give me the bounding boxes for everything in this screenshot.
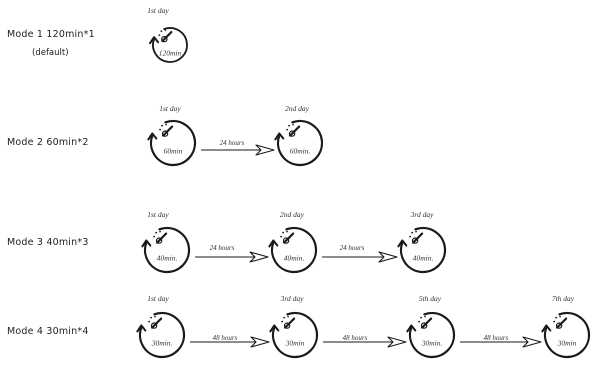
mode-4-day-3-label: 5th day: [418, 294, 442, 303]
mode-3-cycle-1-ring: [143, 226, 191, 274]
mode-1-day-1-duration: 120min: [158, 48, 182, 58]
mode-3-cycle-2-ring: [270, 226, 318, 274]
mode-4-cycle-3-ring: [408, 311, 456, 359]
mode-4-cycle-1-ring: [138, 311, 186, 359]
mode-3-gap-1-arrow-icon: [249, 251, 269, 263]
mode-4-gap-3-arrow-icon: [522, 336, 542, 348]
mode-1-day-1-label: 1st day: [147, 6, 169, 15]
mode-2-gap-1-label: 24 hours: [219, 139, 245, 147]
mode-3-cycle-1-arrowhead: [141, 239, 152, 248]
mode-3-cycle-3-ring: [399, 226, 447, 274]
mode-4-gap-1-label: 48 hours: [212, 334, 238, 342]
cleaning-brush-icon: [153, 230, 168, 244]
mode-2-day-2-label: 2nd day: [285, 104, 309, 113]
mode-2-day-1-label: 1st day: [159, 104, 181, 113]
mode-3-day-2-label: 2nd day: [280, 210, 304, 219]
mode-3-day-1-label: 1st day: [147, 210, 169, 219]
mode-3-day-3-label: 3rd day: [410, 210, 434, 219]
mode-4-gap-2-arrow-icon: [387, 336, 407, 348]
cleaning-brush-icon: [159, 123, 174, 137]
mode-1-cycle-1-arrowhead: [149, 36, 160, 45]
mode-3-gap-2-arrow-icon: [378, 251, 398, 263]
mode-2-cycle-1-arrowhead: [147, 132, 158, 141]
mode-3-gap-2-label: 24 hours: [339, 244, 365, 252]
mode-2-day-1-duration: 60min: [163, 146, 183, 156]
mode-4-cycle-2-ring: [271, 311, 319, 359]
cleaning-brush-icon: [280, 230, 295, 244]
mode-4-cycle-2-arrowhead: [269, 324, 280, 333]
mode-4-cycle-4-arrowhead: [541, 324, 552, 333]
mode-1-label: Mode 1 120min*1: [7, 29, 95, 40]
mode-4-day-2-duration: 30min: [285, 338, 305, 348]
mode-4-label: Mode 4 30min*4: [7, 326, 89, 337]
mode-1-default-note: (default): [32, 48, 69, 58]
mode-4-day-4-label: 7th day: [551, 294, 575, 303]
cleaning-brush-icon: [148, 315, 163, 329]
mode-3-cycle-3-arrowhead: [397, 239, 408, 248]
mode-3-day-1-duration: 40min.: [156, 253, 178, 263]
cleaning-brush-icon: [409, 230, 424, 244]
mode-3-label: Mode 3 40min*3: [7, 237, 89, 248]
mode-4-cycle-1-arrowhead: [136, 324, 147, 333]
mode-4-day-1-label: 1st day: [147, 294, 169, 303]
mode-4-gap-1-arrow-icon: [250, 336, 270, 348]
mode-3-gap-1-label: 24 hours: [209, 244, 235, 252]
mode-3-day-3-duration: 40min.: [412, 253, 434, 263]
mode-2-cycle-2-arrowhead: [274, 132, 285, 141]
mode-4-day-4-duration: 30min: [557, 338, 577, 348]
mode-2-cycle-1-ring: [149, 119, 197, 167]
cleaning-brush-icon: [158, 29, 173, 43]
mode-4-day-3-duration: 30min.: [421, 338, 443, 348]
cleaning-brush-icon: [418, 315, 433, 329]
mode-4-gap-3-label: 48 hours: [483, 334, 509, 342]
cleaning-brush-icon: [281, 315, 296, 329]
mode-4-day-1-duration: 30min.: [151, 338, 173, 348]
cleaning-brush-icon: [286, 123, 301, 137]
mode-2-label: Mode 2 60min*2: [7, 137, 89, 148]
mode-2-day-2-duration: 60min.: [289, 146, 311, 156]
mode-4-cycle-4-ring: [543, 311, 591, 359]
mode-4-gap-2-label: 48 hours: [342, 334, 368, 342]
mode-3-cycle-2-arrowhead: [268, 239, 279, 248]
mode-1-cycle-1-ring: [152, 27, 188, 63]
mode-3-day-2-duration: 40min.: [283, 253, 305, 263]
mode-4-cycle-3-arrowhead: [406, 324, 417, 333]
mode-4-day-2-label: 3rd day: [280, 294, 304, 303]
mode-2-cycle-2-ring: [276, 119, 324, 167]
cleaning-brush-icon: [553, 315, 568, 329]
mode-2-gap-1-arrow-icon: [255, 144, 275, 156]
